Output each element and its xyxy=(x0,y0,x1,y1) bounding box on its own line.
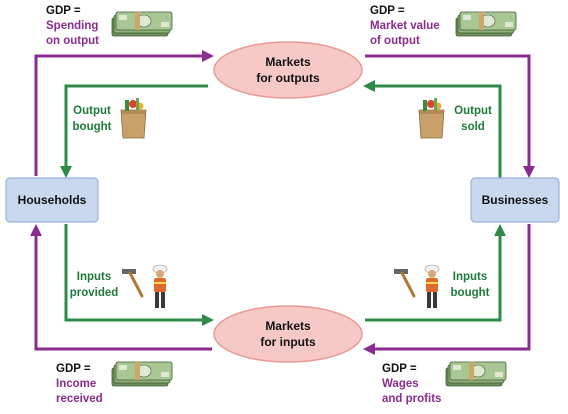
inputs-provided-line2: provided xyxy=(70,287,119,299)
gdp-wages-line1: Wages xyxy=(382,378,419,390)
market-outputs-line1: Markets xyxy=(265,55,311,69)
grocery-bag-icon xyxy=(120,97,147,139)
construction-worker-icon xyxy=(424,264,440,309)
grocery-bag-icon xyxy=(418,97,445,139)
output-bought-line2: bought xyxy=(73,121,112,133)
inputs-flow-bottom-left xyxy=(64,224,204,322)
arrowhead-inputs-to-businesses xyxy=(494,224,506,236)
arrowhead-to-households xyxy=(30,224,42,236)
money-flow-bottom-right xyxy=(373,224,531,351)
arrowhead-inputs-to-market xyxy=(202,314,214,326)
gdp-spending-label: GDP = Spending on output xyxy=(46,5,99,47)
money-stack-icon xyxy=(455,11,517,37)
output-bought-label: Output bought xyxy=(73,105,112,133)
goods-flow-top-left xyxy=(64,84,208,168)
businesses-box: Businesses xyxy=(470,177,560,223)
gdp-market-value-line1: Market value xyxy=(370,20,440,32)
arrowhead-to-output-market xyxy=(202,50,214,62)
inputs-provided-label: Inputs provided xyxy=(70,271,119,299)
goods-flow-top-right xyxy=(373,84,502,178)
gdp-wages-label: GDP = Wages and profits xyxy=(382,363,441,405)
market-for-inputs: Markets for inputs xyxy=(213,305,363,363)
gdp-income-line2: received xyxy=(56,393,103,405)
market-inputs-line2: for inputs xyxy=(260,335,316,349)
inputs-flow-bottom-right xyxy=(365,234,502,322)
gdp-market-value-line2: of output xyxy=(370,35,420,47)
households-box: Households xyxy=(5,177,99,223)
gdp-wages-line2: and profits xyxy=(382,393,441,405)
output-sold-line2: sold xyxy=(461,121,485,133)
households-label: Households xyxy=(18,193,87,207)
inputs-provided-line1: Inputs xyxy=(77,271,112,283)
gdp-spending-line2: on output xyxy=(46,35,99,47)
money-flow-bottom-left xyxy=(34,234,212,351)
output-sold-line1: Output xyxy=(454,105,492,117)
gdp-income-label: GDP = Income received xyxy=(56,363,103,405)
hammer-icon xyxy=(392,267,416,298)
money-flow-top-right xyxy=(365,54,531,168)
arrowhead-to-input-market xyxy=(363,343,375,355)
money-stack-icon xyxy=(445,361,507,387)
money-stack-icon xyxy=(111,361,173,387)
market-for-outputs: Markets for outputs xyxy=(213,41,363,99)
money-stack-icon xyxy=(111,11,173,37)
inputs-bought-line2: bought xyxy=(451,287,490,299)
businesses-label: Businesses xyxy=(482,193,549,207)
gdp-market-value-head: GDP = xyxy=(370,5,405,17)
gdp-spending-line1: Spending xyxy=(46,20,98,32)
market-inputs-line1: Markets xyxy=(265,319,311,333)
arrowhead-output-to-households xyxy=(60,166,72,178)
construction-worker-icon xyxy=(152,264,168,309)
gdp-income-head: GDP = xyxy=(56,363,91,375)
arrowhead-to-businesses xyxy=(523,166,535,178)
gdp-spending-head: GDP = xyxy=(46,5,81,17)
output-sold-label: Output sold xyxy=(454,105,492,133)
gdp-market-value-label: GDP = Market value of output xyxy=(370,5,440,47)
market-outputs-line2: for outputs xyxy=(256,71,320,85)
hammer-icon xyxy=(120,267,144,298)
output-bought-line1: Output xyxy=(73,105,111,117)
gdp-income-line1: Income xyxy=(56,378,96,390)
inputs-bought-label: Inputs bought xyxy=(451,271,490,299)
gdp-wages-head: GDP = xyxy=(382,363,417,375)
money-flow-top-left xyxy=(34,54,204,176)
arrowhead-output-to-market xyxy=(363,80,375,92)
inputs-bought-line1: Inputs xyxy=(453,271,488,283)
